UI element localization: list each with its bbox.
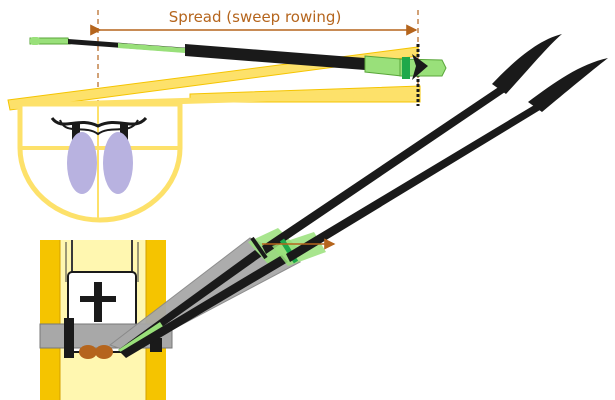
hull-cross-section bbox=[17, 101, 183, 223]
oar-collar bbox=[402, 57, 410, 79]
oar-front-view bbox=[29, 37, 447, 80]
spread-label: Spread (sweep rowing) bbox=[169, 8, 342, 26]
oar-1-blade bbox=[492, 34, 562, 94]
foot-stretcher bbox=[50, 116, 148, 140]
oar-2 bbox=[120, 58, 608, 358]
left-foot bbox=[67, 132, 97, 194]
top-view: Spread (sweep rowing) bbox=[7, 8, 447, 223]
feet bbox=[67, 132, 133, 194]
seat-pad-left bbox=[79, 345, 97, 359]
right-foot bbox=[103, 132, 133, 194]
seat-pad-right bbox=[95, 345, 113, 359]
plan-oars bbox=[118, 34, 608, 358]
oar-2-blade bbox=[528, 58, 608, 112]
